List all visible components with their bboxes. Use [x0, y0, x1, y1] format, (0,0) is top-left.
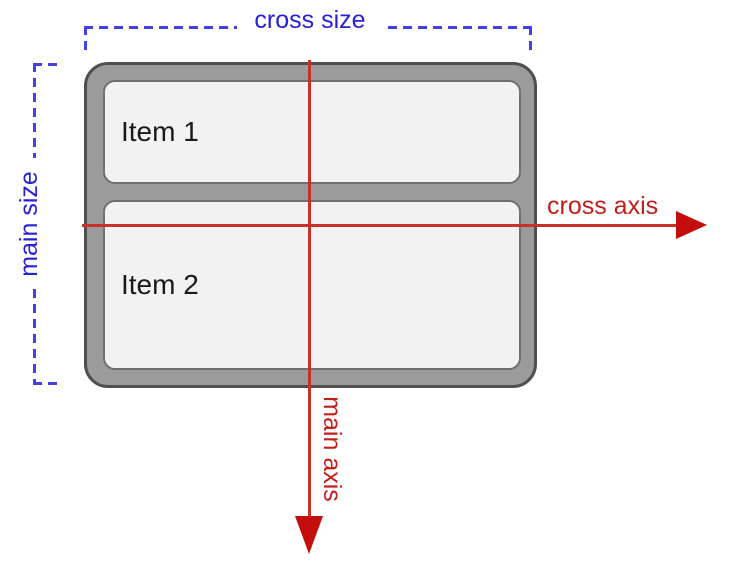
main-axis-label: main axis	[318, 396, 346, 502]
main-size-bracket-tick-bottom	[33, 382, 62, 385]
flex-item-1: Item 1	[103, 80, 521, 184]
main-axis-line	[308, 60, 311, 516]
main-size-label: main size	[15, 171, 43, 277]
cross-axis-arrowhead-icon	[676, 211, 707, 239]
cross-size-label: cross size	[254, 6, 366, 34]
flex-item-2: Item 2	[103, 200, 521, 370]
cross-axis-label: cross axis	[547, 192, 659, 220]
cross-axis-line	[82, 224, 676, 227]
main-axis-arrowhead-icon	[295, 516, 323, 554]
main-size-bracket-dash-lower	[33, 289, 36, 385]
cross-size-bracket-dash-left	[84, 26, 237, 29]
flex-item-2-label: Item 2	[121, 269, 199, 300]
main-size-bracket-tick-top	[33, 63, 62, 66]
cross-size-bracket-dash-right	[388, 26, 532, 29]
flex-item-1-label: Item 1	[121, 116, 199, 147]
cross-size-bracket-tick-left	[84, 26, 87, 52]
main-size-bracket-dash-upper	[33, 63, 36, 158]
cross-size-bracket-tick-right	[529, 26, 532, 52]
